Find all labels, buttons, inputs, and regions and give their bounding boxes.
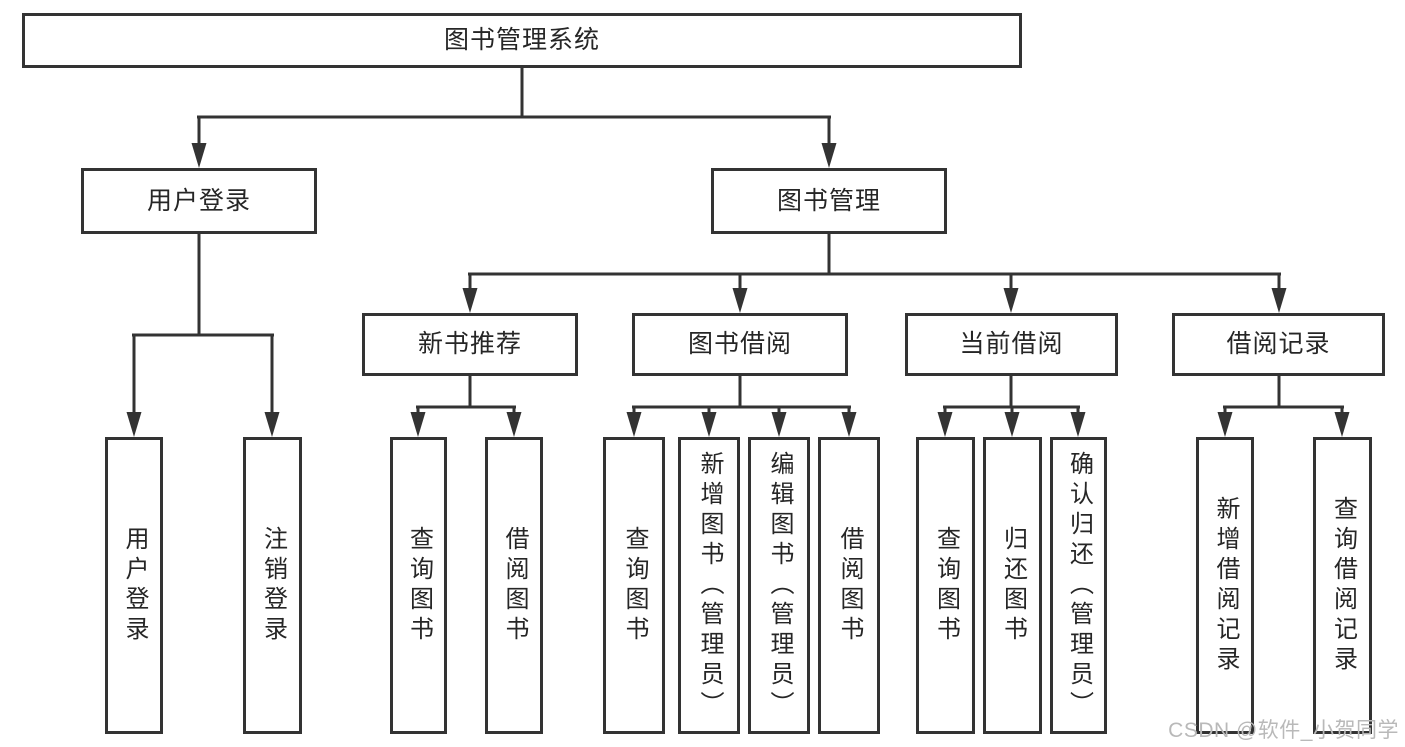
leaf-logout: 注销登录: [243, 437, 302, 734]
connector-book-borrowing: [626, 376, 857, 437]
node-book-management: 图书管理: [711, 168, 947, 234]
leaf-borrow-books-borrowing: 借阅图书: [818, 437, 880, 734]
node-current-borrowing: 当前借阅: [905, 313, 1118, 376]
leaf-edit-book-admin: 编辑图书（管理员）: [748, 437, 810, 734]
leaf-user-login: 用户登录: [105, 437, 163, 734]
leaf-add-book-admin: 新增图书（管理员）: [678, 437, 740, 734]
connector-user-login: [126, 234, 280, 437]
node-new-book-recommendation: 新书推荐: [362, 313, 578, 376]
connector-root: [191, 68, 837, 168]
node-book-borrowing: 图书借阅: [632, 313, 848, 376]
leaf-return-books: 归还图书: [983, 437, 1042, 734]
node-library-system-root: 图书管理系统: [22, 13, 1022, 68]
leaf-query-books-recommend: 查询图书: [390, 437, 447, 734]
watermark-text: CSDN @软件_小贺同学: [1168, 719, 1399, 742]
leaf-query-books-borrowing: 查询图书: [603, 437, 665, 734]
leaf-query-borrow-record: 查询借阅记录: [1313, 437, 1372, 734]
leaf-query-books-current: 查询图书: [916, 437, 975, 734]
connector-borrowing-records: [1217, 376, 1350, 437]
node-borrowing-records: 借阅记录: [1172, 313, 1385, 376]
leaf-borrow-books-recommend: 借阅图书: [485, 437, 543, 734]
connector-current-borrowing: [937, 376, 1086, 437]
connector-new-books: [410, 376, 522, 437]
connector-book-management: [462, 234, 1287, 313]
leaf-confirm-return-admin: 确认归还（管理员）: [1050, 437, 1107, 734]
leaf-add-borrow-record: 新增借阅记录: [1196, 437, 1254, 734]
node-user-login: 用户登录: [81, 168, 317, 234]
